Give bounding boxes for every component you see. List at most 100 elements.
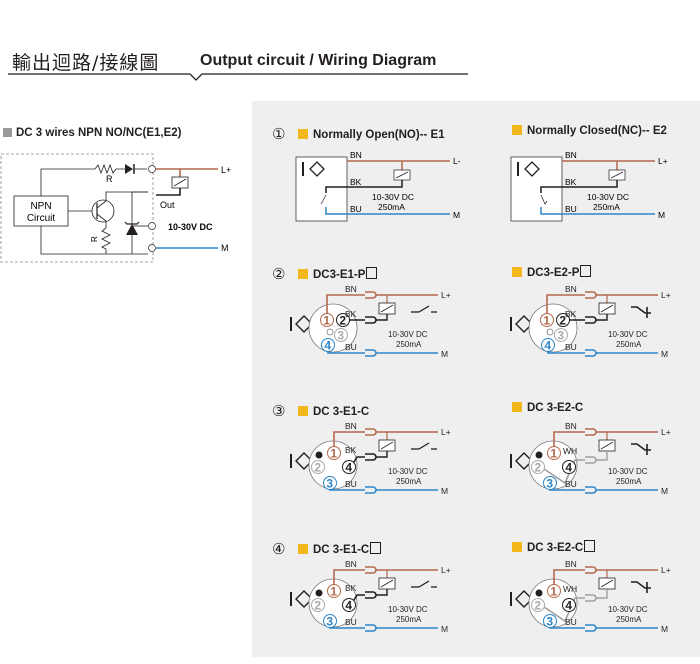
pin-1 (320, 313, 334, 327)
svg-text:M: M (453, 210, 460, 220)
pin-4 (342, 598, 356, 612)
wire-label-bn: BN (345, 559, 357, 569)
pin-2 (311, 460, 325, 474)
svg-text:BN: BN (565, 150, 577, 160)
voltage-label: 10-30V DC (388, 330, 428, 339)
pin-2-label: 2 (314, 461, 321, 475)
terminal-l-plus-label: L+ (441, 565, 451, 575)
pin-2 (531, 460, 545, 474)
pin-3 (543, 476, 557, 490)
pin-3-label: 3 (326, 615, 333, 629)
key-dot (535, 451, 543, 459)
svg-text:L+: L+ (453, 156, 460, 166)
circuit-label: Circuit (27, 213, 56, 224)
dashed-boundary (0, 153, 154, 263)
diagram-title-text: DC 3-E1-C (313, 406, 370, 418)
current-label: 250mA (396, 615, 422, 624)
resistor2-icon (101, 227, 111, 254)
diagram-title-text: DC3-E2-P (527, 267, 580, 279)
svg-text:BK: BK (565, 177, 577, 187)
current-label: 250mA (396, 340, 422, 349)
placeholder-box-icon (580, 265, 592, 277)
diagram-title-4: DC3-E2-P (512, 265, 592, 279)
pin-2 (336, 313, 350, 327)
diode-icon (125, 164, 133, 174)
wire-label-bn: BN (345, 421, 357, 431)
diagram-title-text: DC 3-E2-C (527, 402, 584, 414)
relay-icon (378, 439, 396, 452)
wire-label-bk: BK (345, 583, 357, 593)
voltage-label: 10-30V DC (608, 605, 648, 614)
pin-1-label: 1 (550, 447, 557, 461)
switch-nc-icon (631, 443, 651, 455)
pin-1-label: 1 (543, 314, 550, 328)
voltage-label: 10-30V DC (608, 467, 648, 476)
pin-2 (531, 598, 545, 612)
header-underline (8, 73, 468, 81)
svg-text:10-30V DC: 10-30V DC (372, 192, 414, 202)
relay-icon (598, 439, 616, 452)
pin-1 (540, 313, 554, 327)
pin-3-label: 3 (326, 477, 333, 491)
placeholder-box-icon (370, 542, 382, 554)
terminal-m-label: M (441, 486, 448, 496)
sensor-icon (517, 161, 540, 177)
pin-1 (547, 584, 561, 598)
transistor-icon (91, 199, 115, 223)
svg-text:10-30V DC: 10-30V DC (587, 192, 629, 202)
pin-1 (327, 446, 341, 460)
yellow-square-icon (512, 125, 522, 135)
pin-2-label: 2 (534, 461, 541, 475)
pin-1-label: 1 (323, 314, 330, 328)
switch-nc-icon (631, 581, 651, 593)
pin-3 (554, 328, 568, 342)
yellow-square-icon (298, 406, 308, 416)
svg-text:BU: BU (350, 204, 362, 214)
diagram-number-1: ① (272, 125, 286, 143)
wire-label-bu: BU (565, 617, 577, 627)
wire-label-wh: WH (563, 584, 577, 594)
wiring-nc-e2: BN BK BU L+ M 10-30V DC 250mA (510, 150, 668, 222)
current-label: 250mA (616, 477, 642, 486)
resistor2-label: R (90, 236, 99, 242)
grey-square-icon (3, 128, 12, 137)
pin-1 (547, 446, 561, 460)
key-hole (546, 328, 554, 336)
pin-2 (311, 598, 325, 612)
current-label: 250mA (616, 340, 642, 349)
pin-4-label: 4 (565, 461, 572, 475)
svg-text:250mA: 250mA (378, 202, 405, 212)
pin-2 (556, 313, 570, 327)
npn-circuit-block (13, 195, 69, 227)
pin-3-label: 3 (337, 329, 344, 343)
npn-label: NPN (30, 201, 51, 212)
wire-label-bn: BN (345, 284, 357, 294)
pin-3-label: 3 (546, 615, 553, 629)
svg-text:BK: BK (350, 177, 362, 187)
left-schematic-title-text: DC 3 wires NPN NO/NC(E1,E2) (16, 127, 182, 139)
current-label: 250mA (396, 477, 422, 486)
voltage-label: 10-30V DC (608, 330, 648, 339)
yellow-square-icon (298, 269, 308, 279)
title-chinese: 輸出迴路/接線圖 (12, 52, 160, 74)
relay-icon (598, 302, 616, 315)
terminal-m-label: M (661, 349, 668, 359)
terminal-l-plus-label: L+ (661, 290, 671, 300)
terminal-minus (148, 244, 156, 252)
resistor-label: R (106, 174, 113, 184)
terminal-plus (148, 165, 156, 173)
diagram-title-8: DC 3-E2-C (512, 540, 596, 554)
relay-icon (378, 577, 396, 590)
diagram-number-2: ② (272, 265, 286, 283)
wire-label-bn: BN (565, 284, 577, 294)
yellow-square-icon (512, 402, 522, 412)
terminal-m-label: M (661, 486, 668, 496)
wire-label-bu: BU (345, 479, 357, 489)
diagram-title-text: Normally Closed(NC)-- E2 (527, 125, 667, 137)
resistor-icon (94, 163, 125, 175)
switch-no-icon (411, 580, 437, 588)
diagram-title-text: DC 3-E2-C (527, 542, 584, 554)
